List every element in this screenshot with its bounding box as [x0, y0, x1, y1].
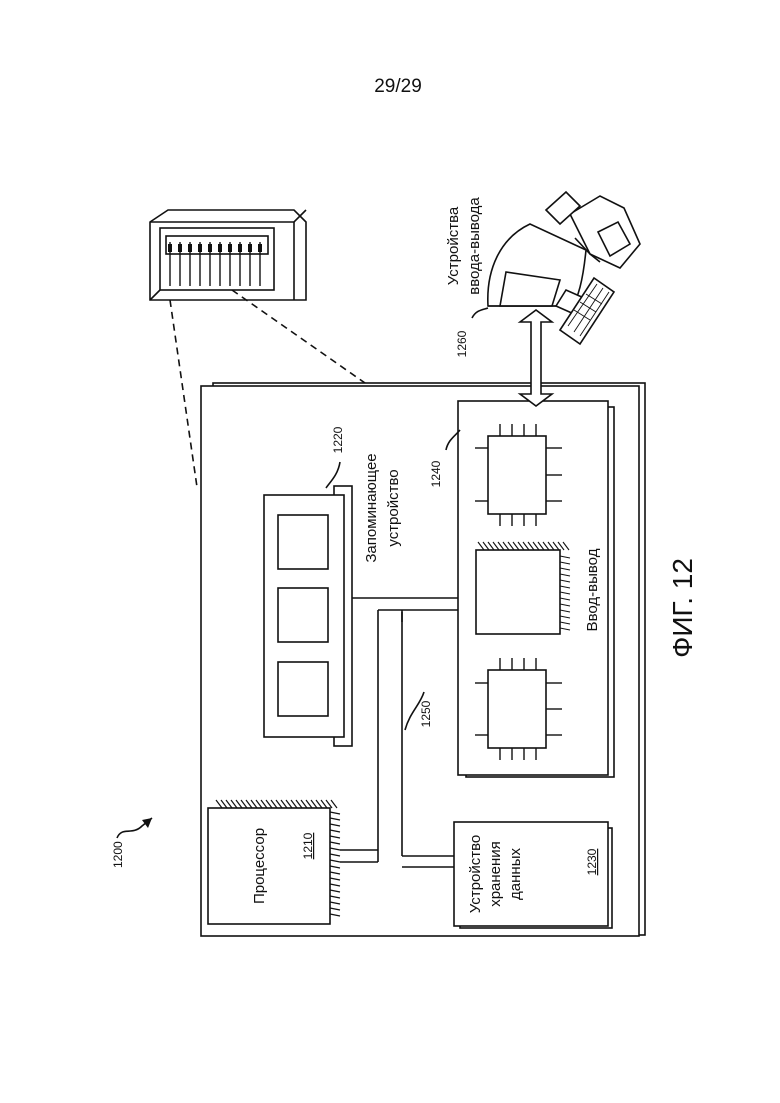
storage-ref: 1230	[585, 848, 599, 875]
memory-ref: 1220	[331, 426, 345, 453]
storage-block: Устройство хранения данных 1230	[454, 822, 612, 928]
processor-ref: 1210	[301, 832, 315, 859]
io-label: Ввод-вывод	[584, 548, 601, 631]
storage-label-line3: данных	[507, 848, 524, 900]
memory-label-line2: устройство	[385, 469, 402, 546]
io-ref: 1240	[429, 460, 443, 487]
processor-block: Процессор 1210	[208, 800, 340, 924]
storage-label-line2: хранения	[487, 841, 504, 907]
io-chip-middle	[476, 542, 570, 634]
io-devices-label-line2: ввода-вывода	[466, 197, 483, 295]
bus-ref: 1250	[419, 700, 433, 727]
processor-label: Процессор	[251, 828, 268, 904]
io-devices-label-line1: Устройства	[445, 206, 462, 285]
io-devices-ref: 1260	[455, 330, 469, 357]
memory-label-line1: Запоминающее	[363, 453, 380, 562]
server-rack-icon	[150, 210, 306, 300]
storage-label-line1: Устройство	[467, 835, 484, 913]
zoom-line-left	[170, 300, 197, 487]
io-devices-icon: Устройства ввода-вывода 1260	[445, 192, 640, 357]
sheet-number: 29/29	[374, 76, 422, 97]
zoom-line-right	[232, 290, 375, 390]
system-ref: 1200	[111, 841, 125, 868]
figure-label: ФИГ. 12	[667, 558, 698, 658]
